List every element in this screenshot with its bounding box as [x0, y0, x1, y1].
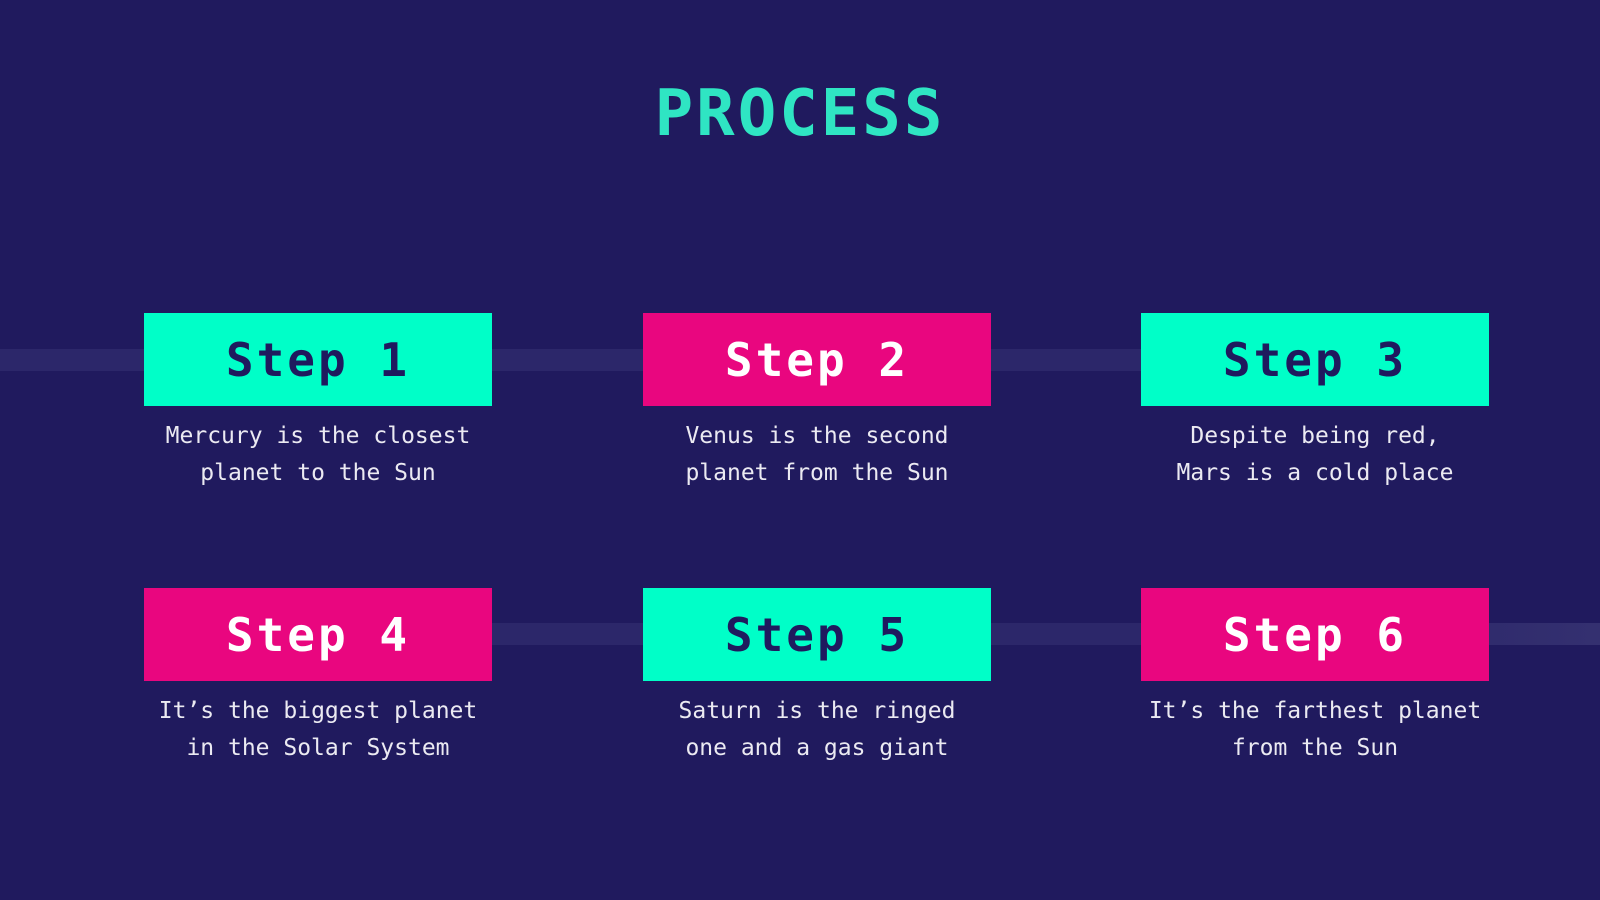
step-6-description: It’s the farthest planet from the Sun	[1141, 693, 1489, 767]
step-6-description-line1: It’s the farthest planet	[1148, 698, 1482, 724]
step-5-description-line1: Saturn is the ringed	[678, 698, 956, 724]
step-3-box: Step 3	[1141, 313, 1489, 406]
step-1-box: Step 1	[144, 313, 492, 406]
step-3-label: Step 3	[1222, 332, 1408, 387]
step-2-description: Venus is the second planet from the Sun	[643, 418, 991, 492]
step-5-description: Saturn is the ringed one and a gas giant	[643, 693, 991, 767]
step-4-description-line1: It’s the biggest planet	[158, 698, 478, 724]
step-4-description-line2: in the Solar System	[186, 735, 450, 761]
step-3-description: Despite being red, Mars is a cold place	[1141, 418, 1489, 492]
step-4-label: Step 4	[225, 607, 411, 662]
step-2-label: Step 2	[724, 332, 910, 387]
step-6-label: Step 6	[1222, 607, 1408, 662]
step-1-description-line1: Mercury is the closest	[165, 423, 471, 449]
step-4-description: It’s the biggest planet in the Solar Sys…	[144, 693, 492, 767]
step-1-description: Mercury is the closest planet to the Sun	[144, 418, 492, 492]
step-card-6: Step 6 It’s the farthest planet from the…	[1141, 588, 1489, 767]
step-4-box: Step 4	[144, 588, 492, 681]
step-6-description-line2: from the Sun	[1231, 735, 1399, 761]
step-5-label: Step 5	[724, 607, 910, 662]
step-card-1: Step 1 Mercury is the closest planet to …	[144, 313, 492, 492]
step-1-description-line2: planet to the Sun	[200, 460, 436, 486]
step-6-box: Step 6	[1141, 588, 1489, 681]
step-2-box: Step 2	[643, 313, 991, 406]
page-title: PROCESS	[654, 77, 946, 151]
step-card-2: Step 2 Venus is the second planet from t…	[643, 313, 991, 492]
step-card-5: Step 5 Saturn is the ringed one and a ga…	[643, 588, 991, 767]
step-card-4: Step 4 It’s the biggest planet in the So…	[144, 588, 492, 767]
step-card-3: Step 3 Despite being red, Mars is a cold…	[1141, 313, 1489, 492]
step-3-description-line2: Mars is a cold place	[1176, 460, 1454, 486]
step-2-description-line2: planet from the Sun	[685, 460, 949, 486]
step-5-description-line2: one and a gas giant	[685, 735, 949, 761]
step-1-label: Step 1	[225, 332, 411, 387]
step-5-box: Step 5	[643, 588, 991, 681]
step-3-description-line1: Despite being red,	[1190, 423, 1440, 449]
step-2-description-line1: Venus is the second	[685, 423, 949, 449]
